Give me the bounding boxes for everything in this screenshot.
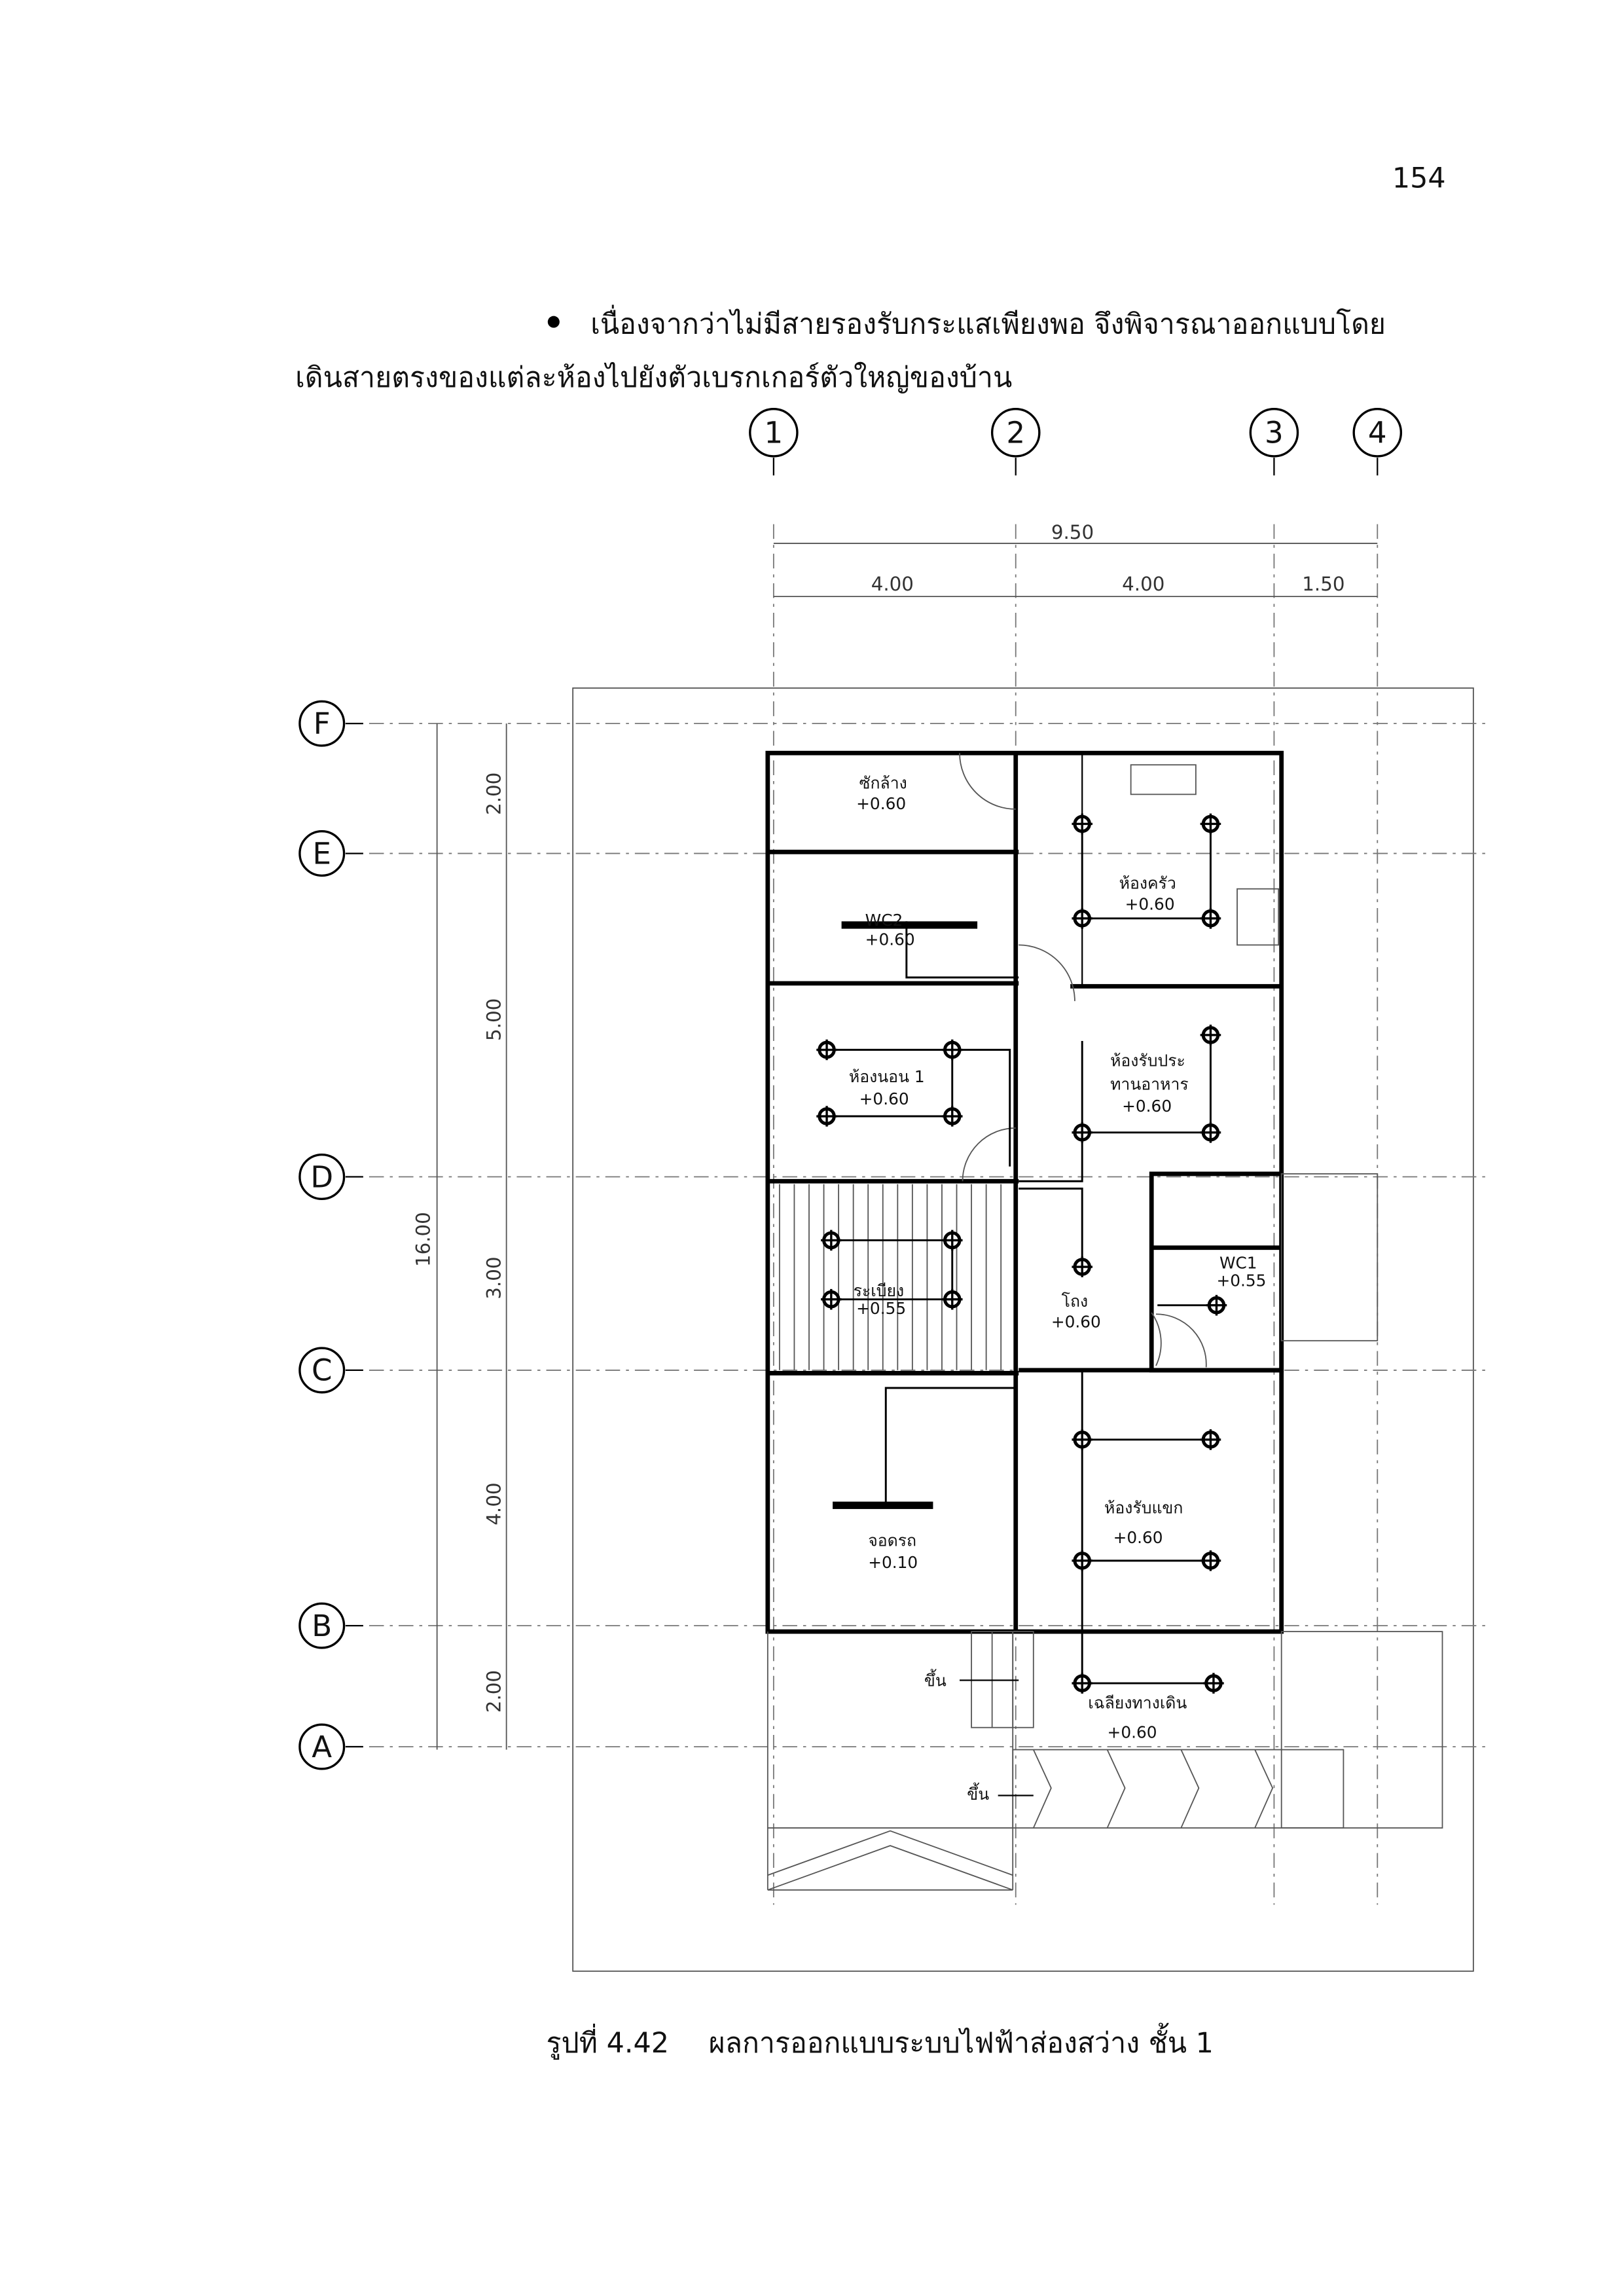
grid-label: 1 [765,416,784,450]
ceiling-light-icon [941,1230,963,1251]
room-porch-name: เฉลียงทางเดิน [1088,1693,1187,1712]
room-laundry-level: +0.60 [856,794,906,813]
up-label-1: ขึ้น [924,1669,947,1690]
ceiling-light-icon [1072,1429,1093,1450]
grid-bubble-row-C: C [298,1347,346,1394]
ceiling-light-icon [1072,908,1093,929]
grid-bubble-col-1: 1 [749,408,799,458]
ceiling-light-icon [816,1039,837,1061]
ceiling-light-icon [816,1106,837,1127]
walls [765,750,1284,1634]
ceiling-light-icon [1200,1429,1221,1450]
ceiling-light-icon [1200,1550,1221,1571]
grid-bubble-row-F: F [298,700,346,747]
dim-v-2: 5.00 [483,998,505,1041]
grid-bubble-col-4: 4 [1352,408,1403,458]
room-dining-name-2: ทานอาหาร [1110,1074,1189,1093]
ceiling-light-icon [1072,813,1093,835]
grid-label: F [314,706,331,741]
room-dining-level: +0.60 [1122,1097,1172,1116]
grid-label: E [312,836,331,871]
room-garage-name: จอดรถ [868,1531,916,1550]
dim-v-3: 3.00 [483,1256,505,1299]
ceiling-light-icon [1072,1256,1093,1277]
bullet-icon [547,316,560,328]
grid-bubble-row-E: E [298,830,346,877]
grid-label: 4 [1368,416,1387,450]
grid-label: D [310,1159,333,1194]
grid-bubble-col-3: 3 [1249,408,1299,458]
room-living-level: +0.60 [1113,1528,1163,1547]
dim-v-1: 2.00 [483,773,505,815]
room-laundry-name: ซักล้าง [859,773,907,792]
ceiling-light-icon [1072,1550,1093,1571]
room-dining-name-1: ห้องรับประ [1110,1051,1185,1070]
room-wc1-name: WC1 [1219,1253,1257,1272]
figure-number: รูปที่ 4.42 [547,2024,669,2060]
page-number: 154 [1392,162,1446,194]
paragraph-line-2: เดินสายตรงของแต่ละห้องไปยังตัวเบรกเกอร์ต… [295,361,1012,394]
room-bedroom1-name: ห้องนอน 1 [849,1067,925,1086]
dim-h-1: 4.00 [871,573,914,595]
dim-v-4: 4.00 [483,1482,505,1525]
room-veranda-level: +0.55 [856,1299,906,1318]
grid-bubble-row-D: D [298,1153,346,1200]
ceiling-light-icon [1200,1025,1221,1046]
up-label-2: ขึ้น [967,1783,989,1804]
room-kitchen-level: +0.60 [1125,894,1175,913]
ceiling-light-icon [821,1288,842,1310]
room-kitchen-name: ห้องครัว [1119,874,1176,893]
grid-label: 2 [1006,416,1025,450]
dim-v-5: 2.00 [483,1670,505,1713]
grid-label: A [312,1730,332,1764]
floor-plan: 9.50 4.00 4.00 1.50 16.00 2.00 5.00 3.00… [298,408,1491,1972]
dim-h-2: 4.00 [1122,573,1164,595]
room-living-name: ห้องรับแขก [1104,1499,1183,1518]
room-hall-level: +0.60 [1051,1313,1101,1332]
grid-bubble-row-B: B [298,1602,346,1649]
ceiling-light-icon [1072,1673,1093,1694]
ceiling-light-icon [1072,1122,1093,1143]
dim-h-3: 1.50 [1302,573,1344,595]
ceiling-light-icon [1200,813,1221,835]
grid-label: 3 [1265,416,1284,450]
room-wc2-level: +0.60 [865,930,915,949]
room-porch-level: +0.60 [1108,1722,1157,1741]
dim-total-horizontal: 9.50 [1051,521,1094,543]
grid-bubble-col-2: 2 [990,408,1041,458]
ceiling-light-icon [1203,1673,1224,1694]
grid-bubble-row-A: A [298,1723,346,1770]
site-boundary [572,687,1474,1972]
figure-caption: ผลการออกแบบระบบไฟฟ้าส่องสว่าง ชั้น 1 [709,2022,1214,2060]
room-garage-level: +0.10 [868,1553,918,1572]
grid-label: C [312,1353,333,1388]
paragraph-line-1: เนื่องจากว่าไม่มีสายรองรับกระแสเพียงพอ จ… [590,305,1386,341]
room-wc1-level: +0.55 [1216,1271,1266,1290]
ceiling-light-icon [821,1230,842,1251]
ceiling-light-icon [1200,1122,1221,1143]
ceiling-light-icon [941,1106,963,1127]
ceiling-light-icon [941,1039,963,1061]
ceiling-light-icon [941,1288,963,1310]
room-hall-name: โถง [1062,1292,1088,1311]
dim-total-vertical: 16.00 [412,1212,434,1267]
room-veranda-name: ระเบียง [854,1281,905,1300]
ceiling-light-icon [1200,908,1221,929]
room-bedroom1-level: +0.60 [859,1089,909,1108]
ceiling-light-icon [1206,1294,1227,1316]
room-wc2-name: WC2 [865,911,903,930]
grid-label: B [312,1609,332,1643]
